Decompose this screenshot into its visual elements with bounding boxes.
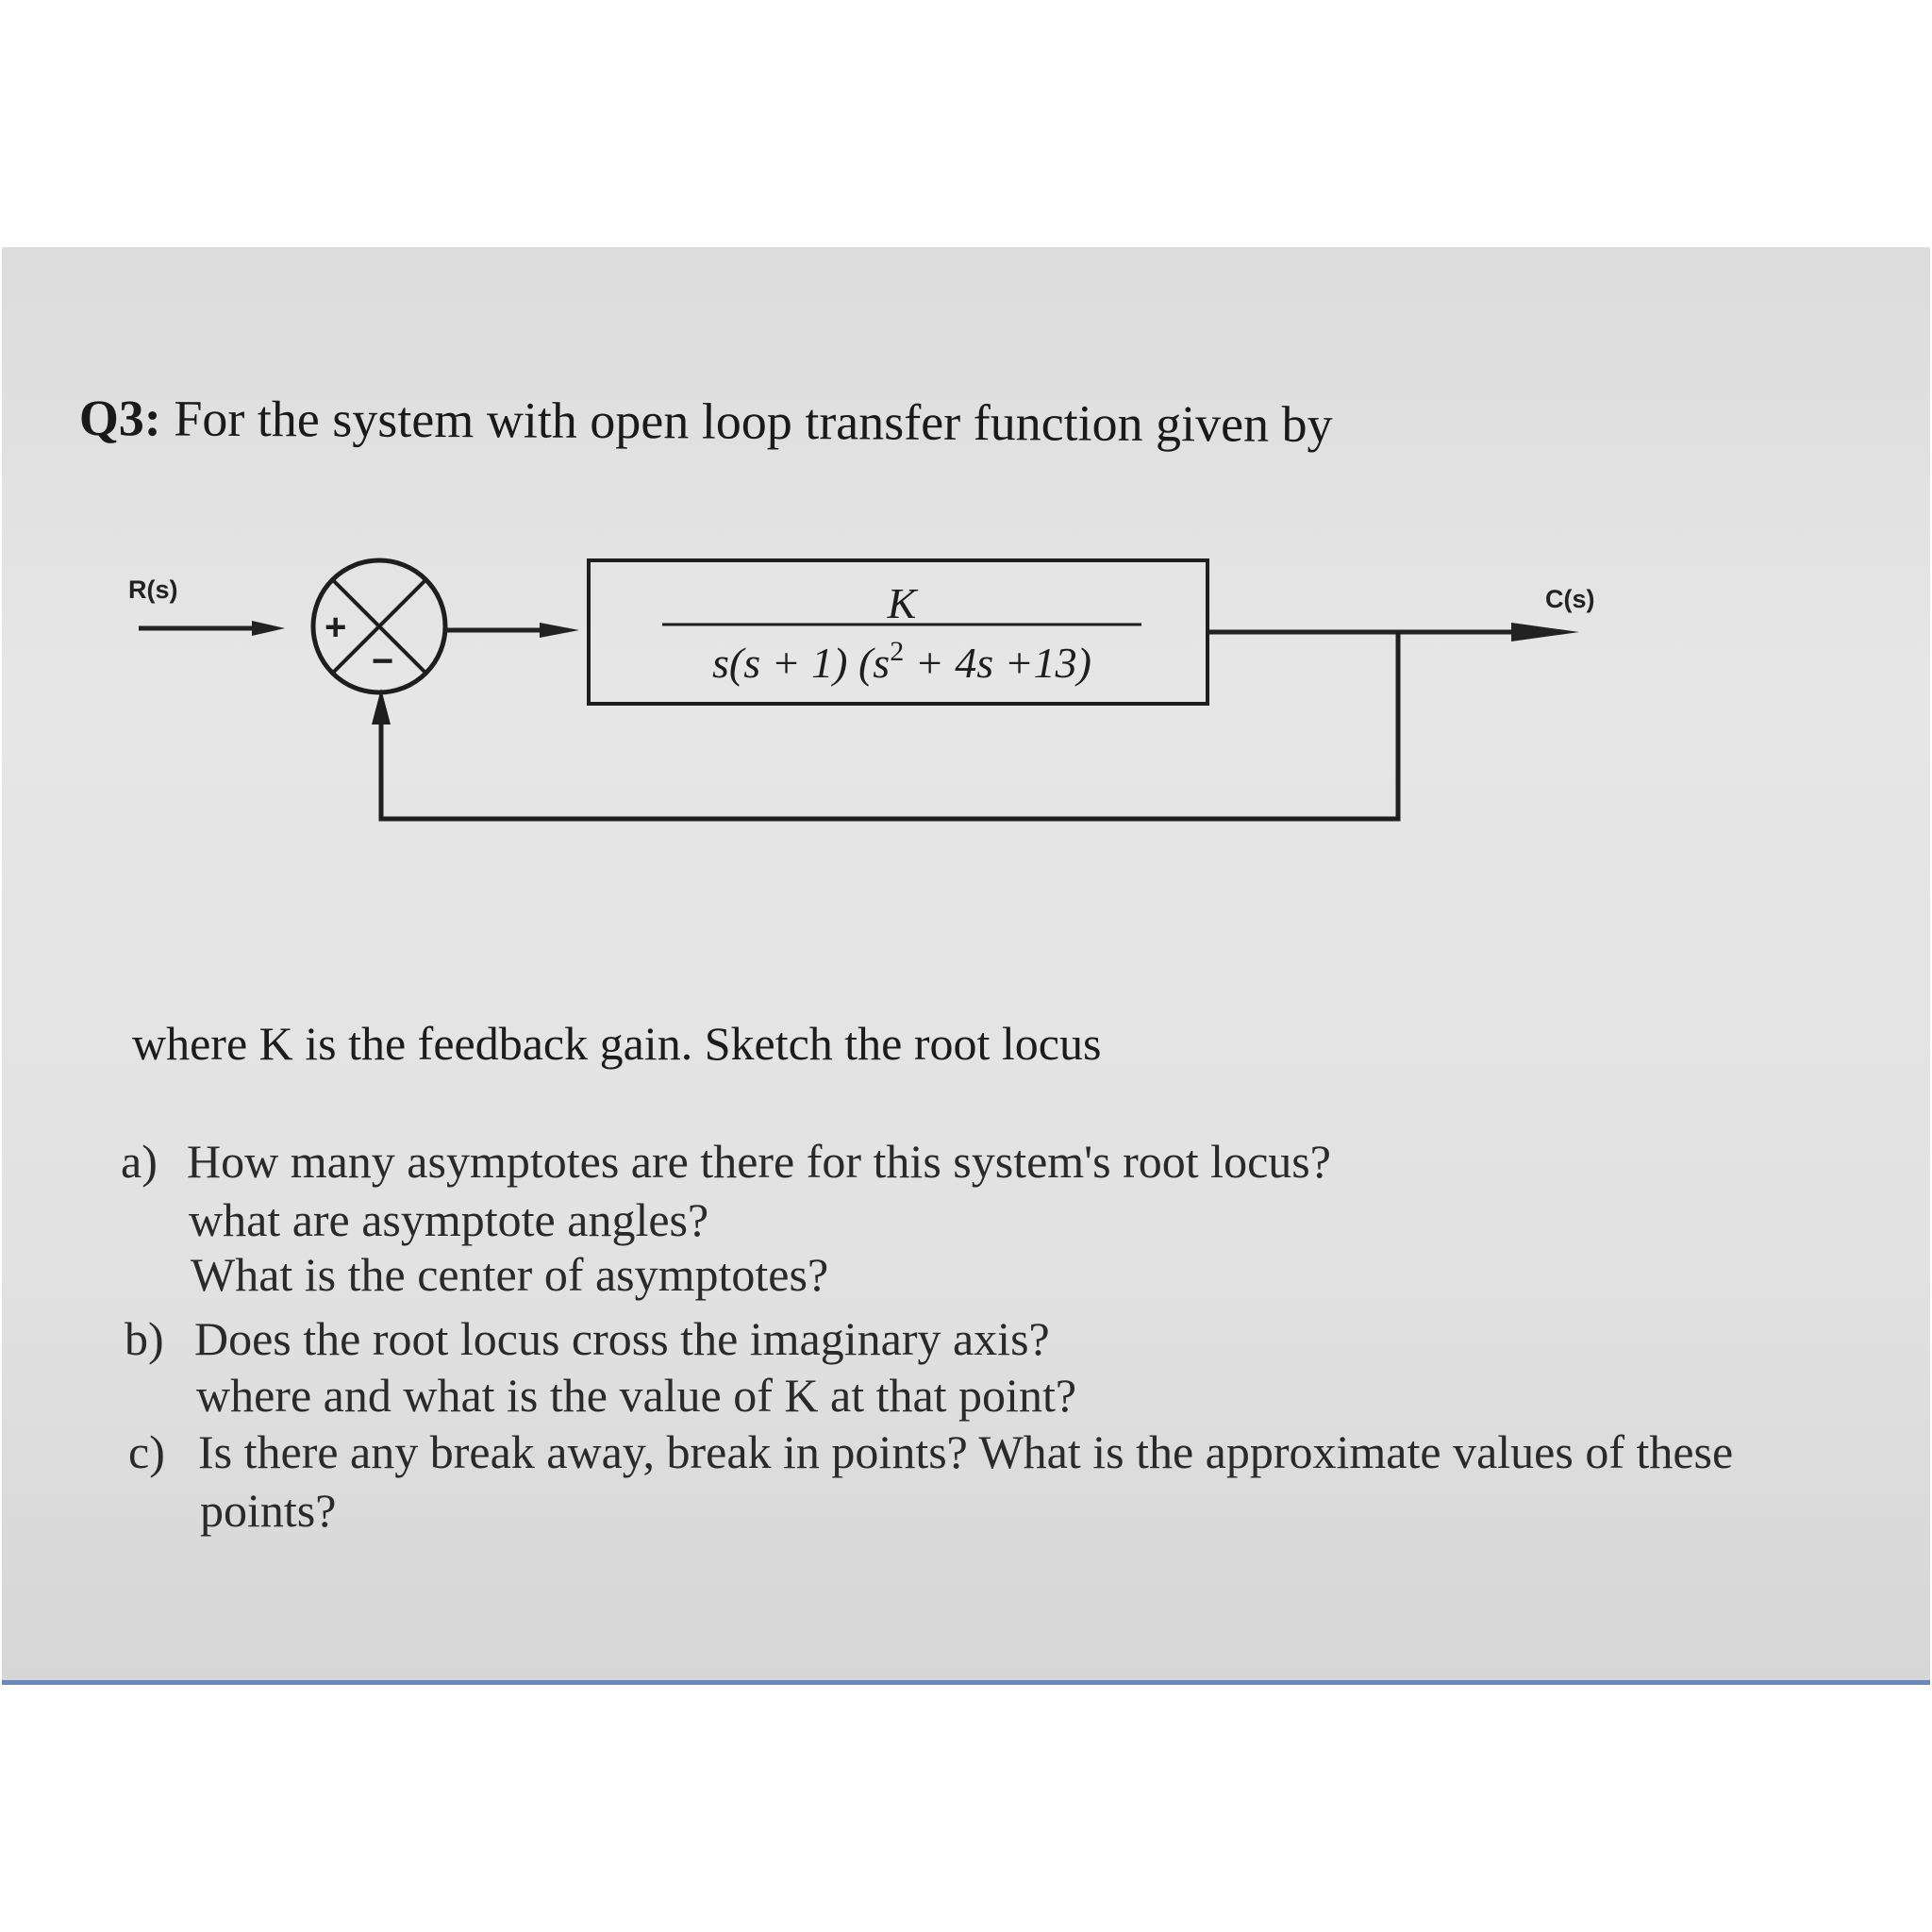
output-arrow <box>1208 623 1579 641</box>
transfer-function-block: K s(s + 1) (s2 + 4s +13) <box>587 558 1209 706</box>
question-c-line-2: points? <box>200 1484 337 1537</box>
transfer-function-denominator: s(s + 1) (s2 + 4s +13) <box>712 636 1091 687</box>
question-c-letter: c) <box>128 1425 165 1478</box>
input-label: R(s) <box>128 575 178 604</box>
question-b-line-1: Does the root locus cross the imaginary … <box>194 1312 1050 1365</box>
question-b-line-2: where and what is the value of K at that… <box>196 1369 1077 1422</box>
question-b-letter: b) <box>125 1312 164 1365</box>
document-screen: Q3: For the system with open loop transf… <box>2 247 1930 1685</box>
input-arrow <box>139 621 285 636</box>
block-diagram: R(s) + − K s(s + 1) (s2 + 4s +13) C(s) <box>128 558 1595 822</box>
question-a-line-1: How many asymptotes are there for this s… <box>187 1135 1331 1188</box>
summing-plus-sign: + <box>325 607 346 648</box>
question-a-line-2: what are asymptote angles? <box>189 1193 709 1246</box>
output-label: C(s) <box>1545 585 1595 613</box>
summing-junction: + − <box>310 558 448 695</box>
question-a-line-3: What is the center of asymptotes? <box>191 1248 829 1301</box>
question-c-line-1: Is there any break away, break in points… <box>198 1425 1734 1478</box>
junction-to-block-arrow <box>445 623 579 638</box>
summing-minus-sign: − <box>372 641 393 682</box>
question-a-letter: a) <box>121 1135 158 1188</box>
transfer-function-numerator: K <box>887 579 919 627</box>
problem-statement: where K is the feedback gain. Sketch the… <box>132 1017 1102 1070</box>
feedback-path <box>372 632 1401 822</box>
